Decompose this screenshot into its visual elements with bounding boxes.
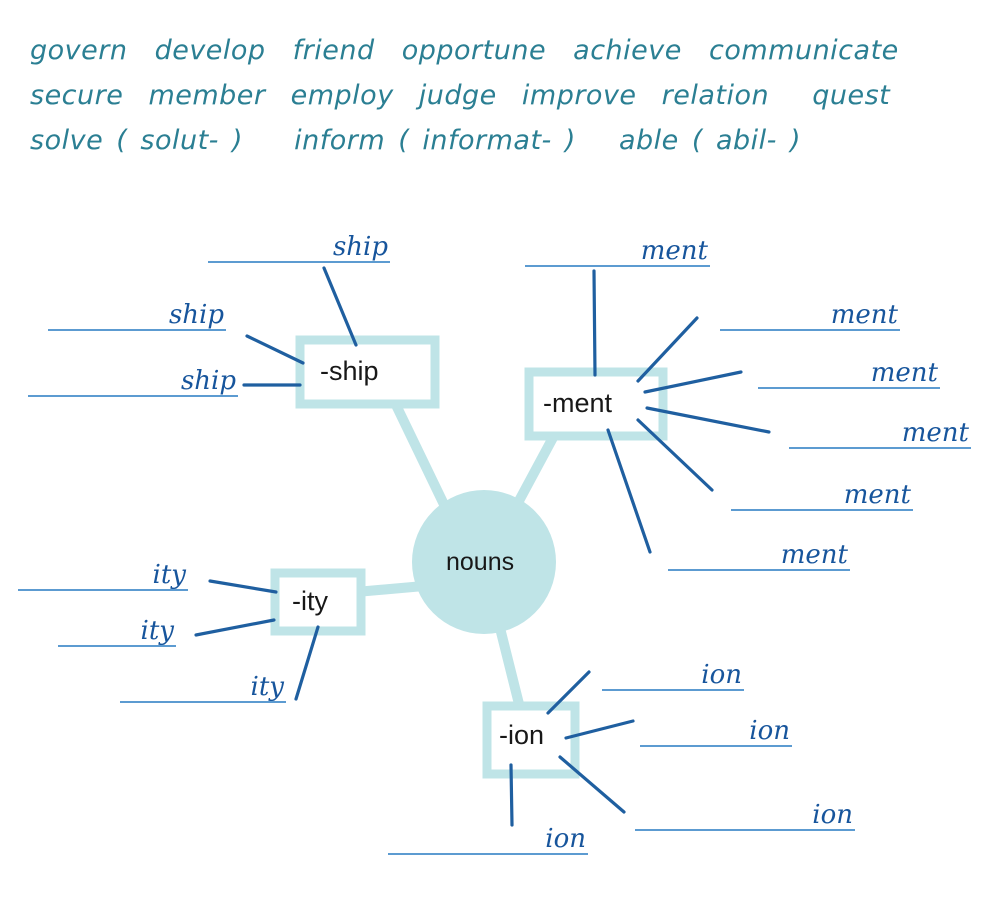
leader-ment-6 (606, 428, 652, 554)
blank-ment-4[interactable]: ment (789, 419, 971, 450)
blank-ship-2[interactable]: ship (48, 301, 226, 332)
leader-ship-2 (245, 334, 305, 365)
blank-ity-3[interactable]: ity (120, 673, 286, 704)
leader-ship-1 (322, 266, 358, 347)
word-bank-word: judge (418, 80, 497, 111)
center-node-circle (412, 490, 556, 634)
connector-center-to-ment (508, 427, 561, 517)
blank-ment-6[interactable]: ment (668, 541, 850, 572)
leader-ity-1 (208, 579, 278, 594)
blank-ity-1[interactable]: ity (18, 561, 188, 592)
word-bank-word: secure (30, 80, 124, 111)
word-bank-word: inform ( informat- ) (294, 125, 576, 156)
leader-ion-3 (558, 755, 626, 814)
word-bank-row-3: solve ( solut- ) inform ( informat- ) ab… (30, 118, 940, 163)
word-bank-word: member (148, 80, 266, 111)
leader-lines-ship (242, 266, 358, 387)
leader-ment-3 (643, 370, 743, 394)
leader-ment-5 (636, 418, 714, 492)
blank-ship-3[interactable]: ship (28, 367, 238, 398)
blank-ion-4[interactable]: ion (388, 825, 588, 856)
leader-ment-1 (592, 269, 597, 377)
leader-ion-4 (509, 763, 514, 827)
branch-box-ity (270, 568, 366, 636)
leader-ion-1 (546, 670, 591, 715)
blank-ion-1[interactable]: ion (602, 661, 744, 692)
blank-ship-1[interactable]: ship (208, 233, 390, 264)
word-bank-word: opportune (401, 35, 547, 66)
connector-center-to-ship (391, 400, 456, 524)
blank-ment-3[interactable]: ment (758, 359, 940, 390)
word-bank-word: govern (30, 35, 128, 66)
leader-ment-4 (645, 406, 771, 434)
word-bank-word: achieve (573, 35, 682, 66)
word-bank-word: quest (812, 80, 891, 111)
word-bank-word: able ( abil- ) (619, 125, 802, 156)
word-bank-word: improve (521, 80, 637, 111)
connector-center-to-ity (351, 581, 429, 597)
center-connectors (351, 400, 561, 717)
blank-ment-1[interactable]: ment (525, 237, 710, 268)
leader-lines-ion (509, 670, 635, 827)
word-bank-word: communicate (708, 35, 899, 66)
word-bank: govern develop friend opportune achieve … (30, 28, 940, 163)
word-bank-word: solve ( solut- ) (30, 125, 244, 156)
word-bank-row-2: secure member employ judge improve relat… (30, 73, 940, 118)
leader-ment-2 (636, 316, 699, 383)
leader-ity-3 (294, 625, 320, 701)
blank-ity-2[interactable]: ity (58, 617, 176, 648)
blank-ment-5[interactable]: ment (731, 481, 913, 512)
branch-box-ion (482, 701, 580, 779)
word-bank-word: employ (290, 80, 394, 111)
connector-center-to-ion (493, 615, 526, 717)
leader-lines-ity (194, 579, 320, 701)
branch-box-ship (295, 335, 440, 409)
branch-box-ment (524, 367, 668, 441)
leader-ion-2 (564, 719, 635, 740)
blank-ion-2[interactable]: ion (640, 717, 792, 748)
word-bank-word: relation (661, 80, 770, 111)
blank-ment-2[interactable]: ment (720, 301, 900, 332)
word-bank-word: develop (154, 35, 266, 66)
leader-lines-ment (592, 269, 771, 554)
leader-ity-2 (194, 618, 276, 637)
word-bank-word: friend (292, 35, 375, 66)
word-bank-row-1: govern develop friend opportune achieve … (30, 28, 940, 73)
blank-ion-3[interactable]: ion (635, 801, 855, 832)
